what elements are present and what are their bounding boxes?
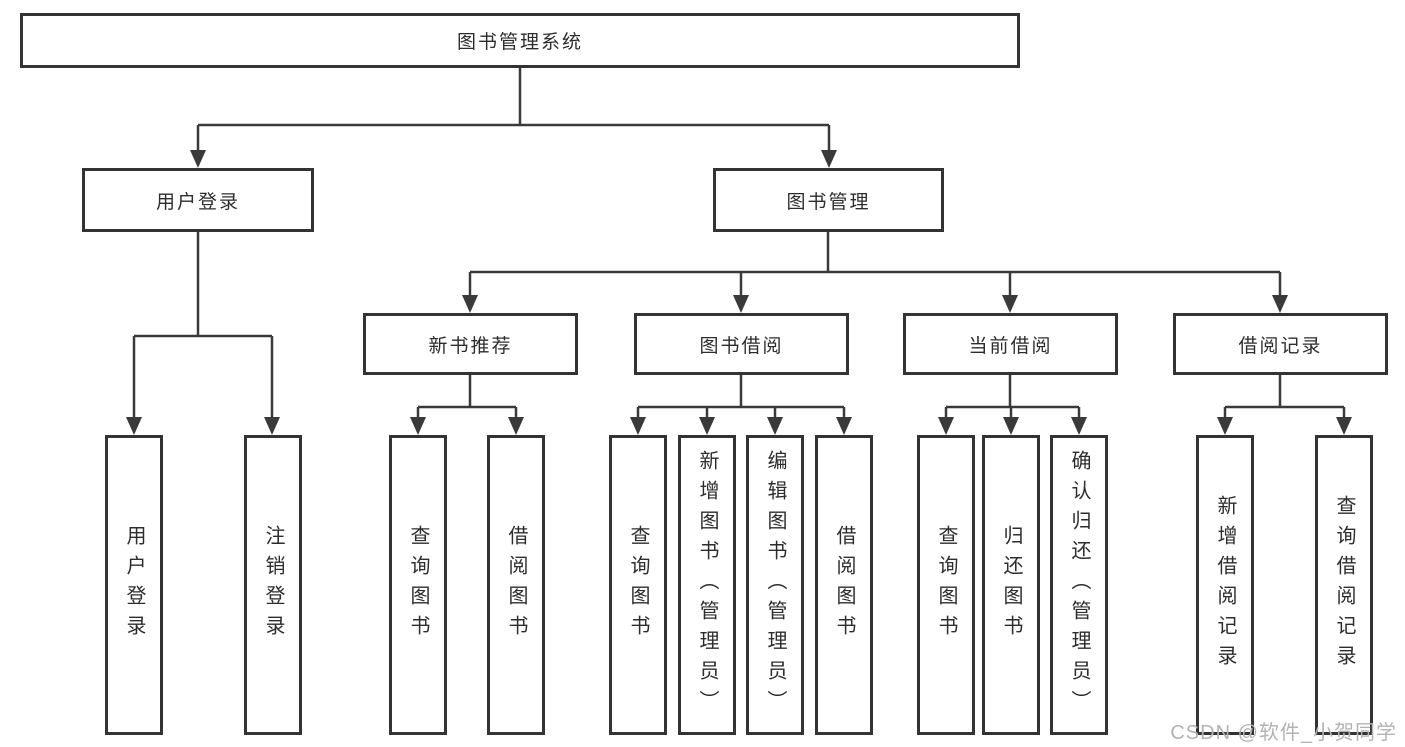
leaf-query-books-current-label: 查询图书 [935,525,957,645]
leaf-add-borrow-record-label: 新增借阅记录 [1214,495,1236,675]
node-library-system-label: 图书管理系统 [456,32,583,53]
leaf-edit-book-admin-label: 编辑图书（管理员） [764,450,786,720]
leaf-borrow-books-label: 借阅图书 [833,525,855,645]
node-book-management: 图书管理 [713,168,944,232]
node-borrow-records: 借阅记录 [1173,313,1388,375]
leaf-user-login: 用户登录 [105,435,163,735]
leaf-query-books-borrowing: 查询图书 [609,435,667,735]
leaf-logout-label: 注销登录 [262,525,284,645]
leaf-query-books-borrowing-label: 查询图书 [627,525,649,645]
node-current-borrowing-label: 当前借阅 [968,335,1053,357]
leaf-user-login-label: 用户登录 [123,525,145,645]
csdn-watermark: CSDN @软件_小贺同学 [1170,722,1397,744]
node-user-login-label: 用户登录 [155,191,240,213]
node-new-book-recommend-label: 新书推荐 [428,335,513,357]
node-user-login: 用户登录 [82,168,314,232]
leaf-borrow-books-recommend: 借阅图书 [487,435,545,735]
node-library-system: 图书管理系统 [20,13,1020,68]
node-book-management-label: 图书管理 [786,191,871,213]
node-book-borrowing-label: 图书借阅 [699,335,784,357]
leaf-add-book-admin: 新增图书（管理员） [678,435,736,735]
leaf-query-books-recommend: 查询图书 [389,435,447,735]
leaf-return-books: 归还图书 [982,435,1040,735]
node-new-book-recommend: 新书推荐 [363,313,578,375]
leaf-query-borrow-record: 查询借阅记录 [1315,435,1373,735]
leaf-query-books-current: 查询图书 [917,435,975,735]
node-borrow-records-label: 借阅记录 [1238,335,1323,357]
leaf-borrow-books-recommend-label: 借阅图书 [505,525,527,645]
leaf-query-books-recommend-label: 查询图书 [407,525,429,645]
leaf-logout: 注销登录 [244,435,302,735]
leaf-confirm-return-admin: 确认归还（管理员） [1050,435,1108,735]
leaf-add-book-admin-label: 新增图书（管理员） [696,450,718,720]
leaf-add-borrow-record: 新增借阅记录 [1196,435,1254,735]
leaf-edit-book-admin: 编辑图书（管理员） [746,435,804,735]
leaf-return-books-label: 归还图书 [1000,525,1022,645]
leaf-borrow-books: 借阅图书 [815,435,873,735]
leaf-query-borrow-record-label: 查询借阅记录 [1333,495,1355,675]
leaf-confirm-return-admin-label: 确认归还（管理员） [1068,450,1090,720]
node-book-borrowing: 图书借阅 [634,313,849,375]
node-current-borrowing: 当前借阅 [903,313,1118,375]
